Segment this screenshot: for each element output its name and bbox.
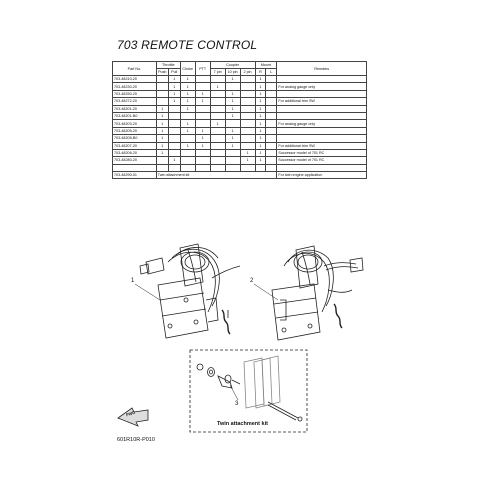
kit-label: Twin attachment kit (217, 421, 268, 427)
fwd-arrow (117, 407, 149, 427)
callout-2: 2 (250, 278, 254, 284)
parts-table: Part No. Throttle Choke PTT Coupler Moun… (112, 61, 367, 180)
callout-1: 1 (131, 278, 135, 284)
cell-kit-desc: Twin attachment kit (155, 171, 278, 180)
callout-3: 3 (235, 401, 239, 407)
remote-control-2 (271, 245, 364, 341)
remote-control-1 (139, 243, 241, 339)
twin-attachment-kit-parts (196, 355, 303, 422)
page-title: 703 REMOTE CONTROL (117, 38, 258, 52)
figure-code: 601R10R-P010 (117, 437, 155, 443)
cell-remarks: For twin engine application (276, 171, 367, 180)
